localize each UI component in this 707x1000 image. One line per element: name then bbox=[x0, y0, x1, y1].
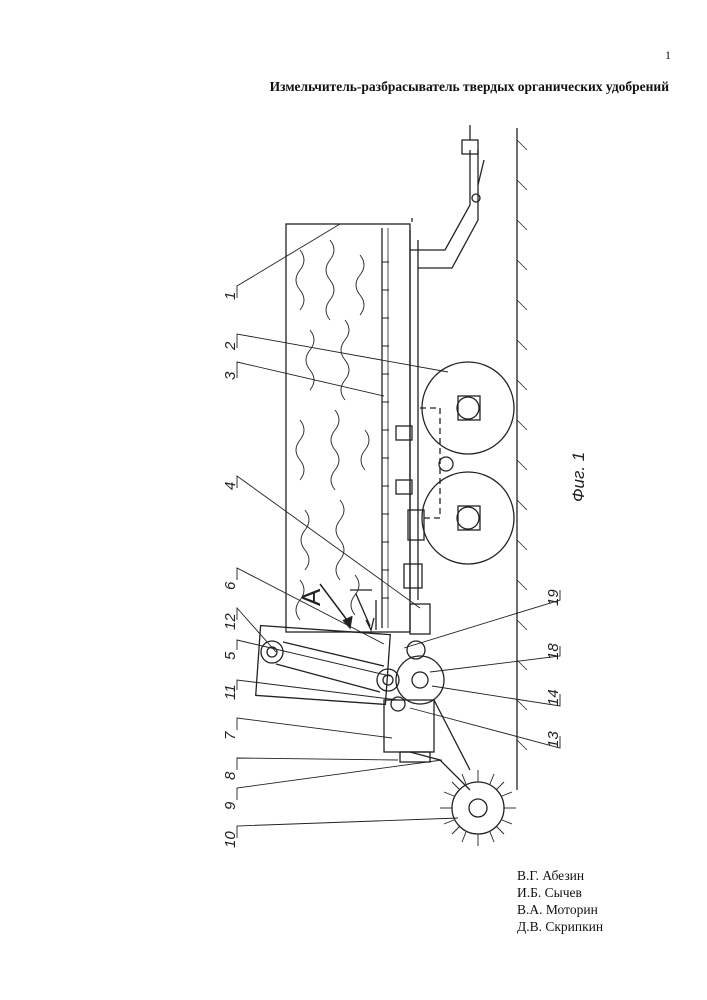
drum-18 bbox=[396, 656, 444, 704]
chopper-conveyor bbox=[256, 626, 391, 705]
callout-number: 12 bbox=[222, 613, 239, 630]
callout-number: 8 bbox=[222, 771, 239, 780]
callout-number: 11 bbox=[222, 684, 239, 700]
callout-number: 4 bbox=[222, 482, 239, 490]
author-name: Д.В. Скрипкин bbox=[517, 918, 603, 935]
author-name: В.Г. Абезин bbox=[517, 867, 603, 884]
callout-number: 9 bbox=[222, 801, 239, 810]
drawbar bbox=[410, 150, 470, 250]
callout-number: 5 bbox=[222, 651, 239, 660]
callout-number: 6 bbox=[222, 581, 239, 590]
figure-caption: Фиг. 1 bbox=[569, 452, 588, 502]
callout-number: 18 bbox=[545, 643, 562, 660]
callout-numbers: 12346125117891019181413 bbox=[222, 292, 562, 848]
callout-number: 3 bbox=[222, 371, 239, 380]
view-letter-a: А bbox=[296, 588, 326, 606]
callout-number: 10 bbox=[222, 831, 239, 848]
callout-number: 14 bbox=[545, 689, 562, 706]
callout-number: 1 bbox=[222, 292, 239, 300]
authors-list: В.Г. Абезин И.Б. Сычев В.А. Моторин Д.В.… bbox=[517, 867, 603, 935]
callout-number: 2 bbox=[222, 341, 239, 351]
callout-number: 7 bbox=[222, 731, 239, 740]
author-name: И.Б. Сычев bbox=[517, 884, 603, 901]
callout-number: 19 bbox=[545, 589, 562, 606]
hopper-body bbox=[286, 224, 410, 632]
ground-hatching bbox=[517, 140, 527, 750]
callout-number: 13 bbox=[545, 731, 562, 748]
author-name: В.А. Моторин bbox=[517, 901, 603, 918]
